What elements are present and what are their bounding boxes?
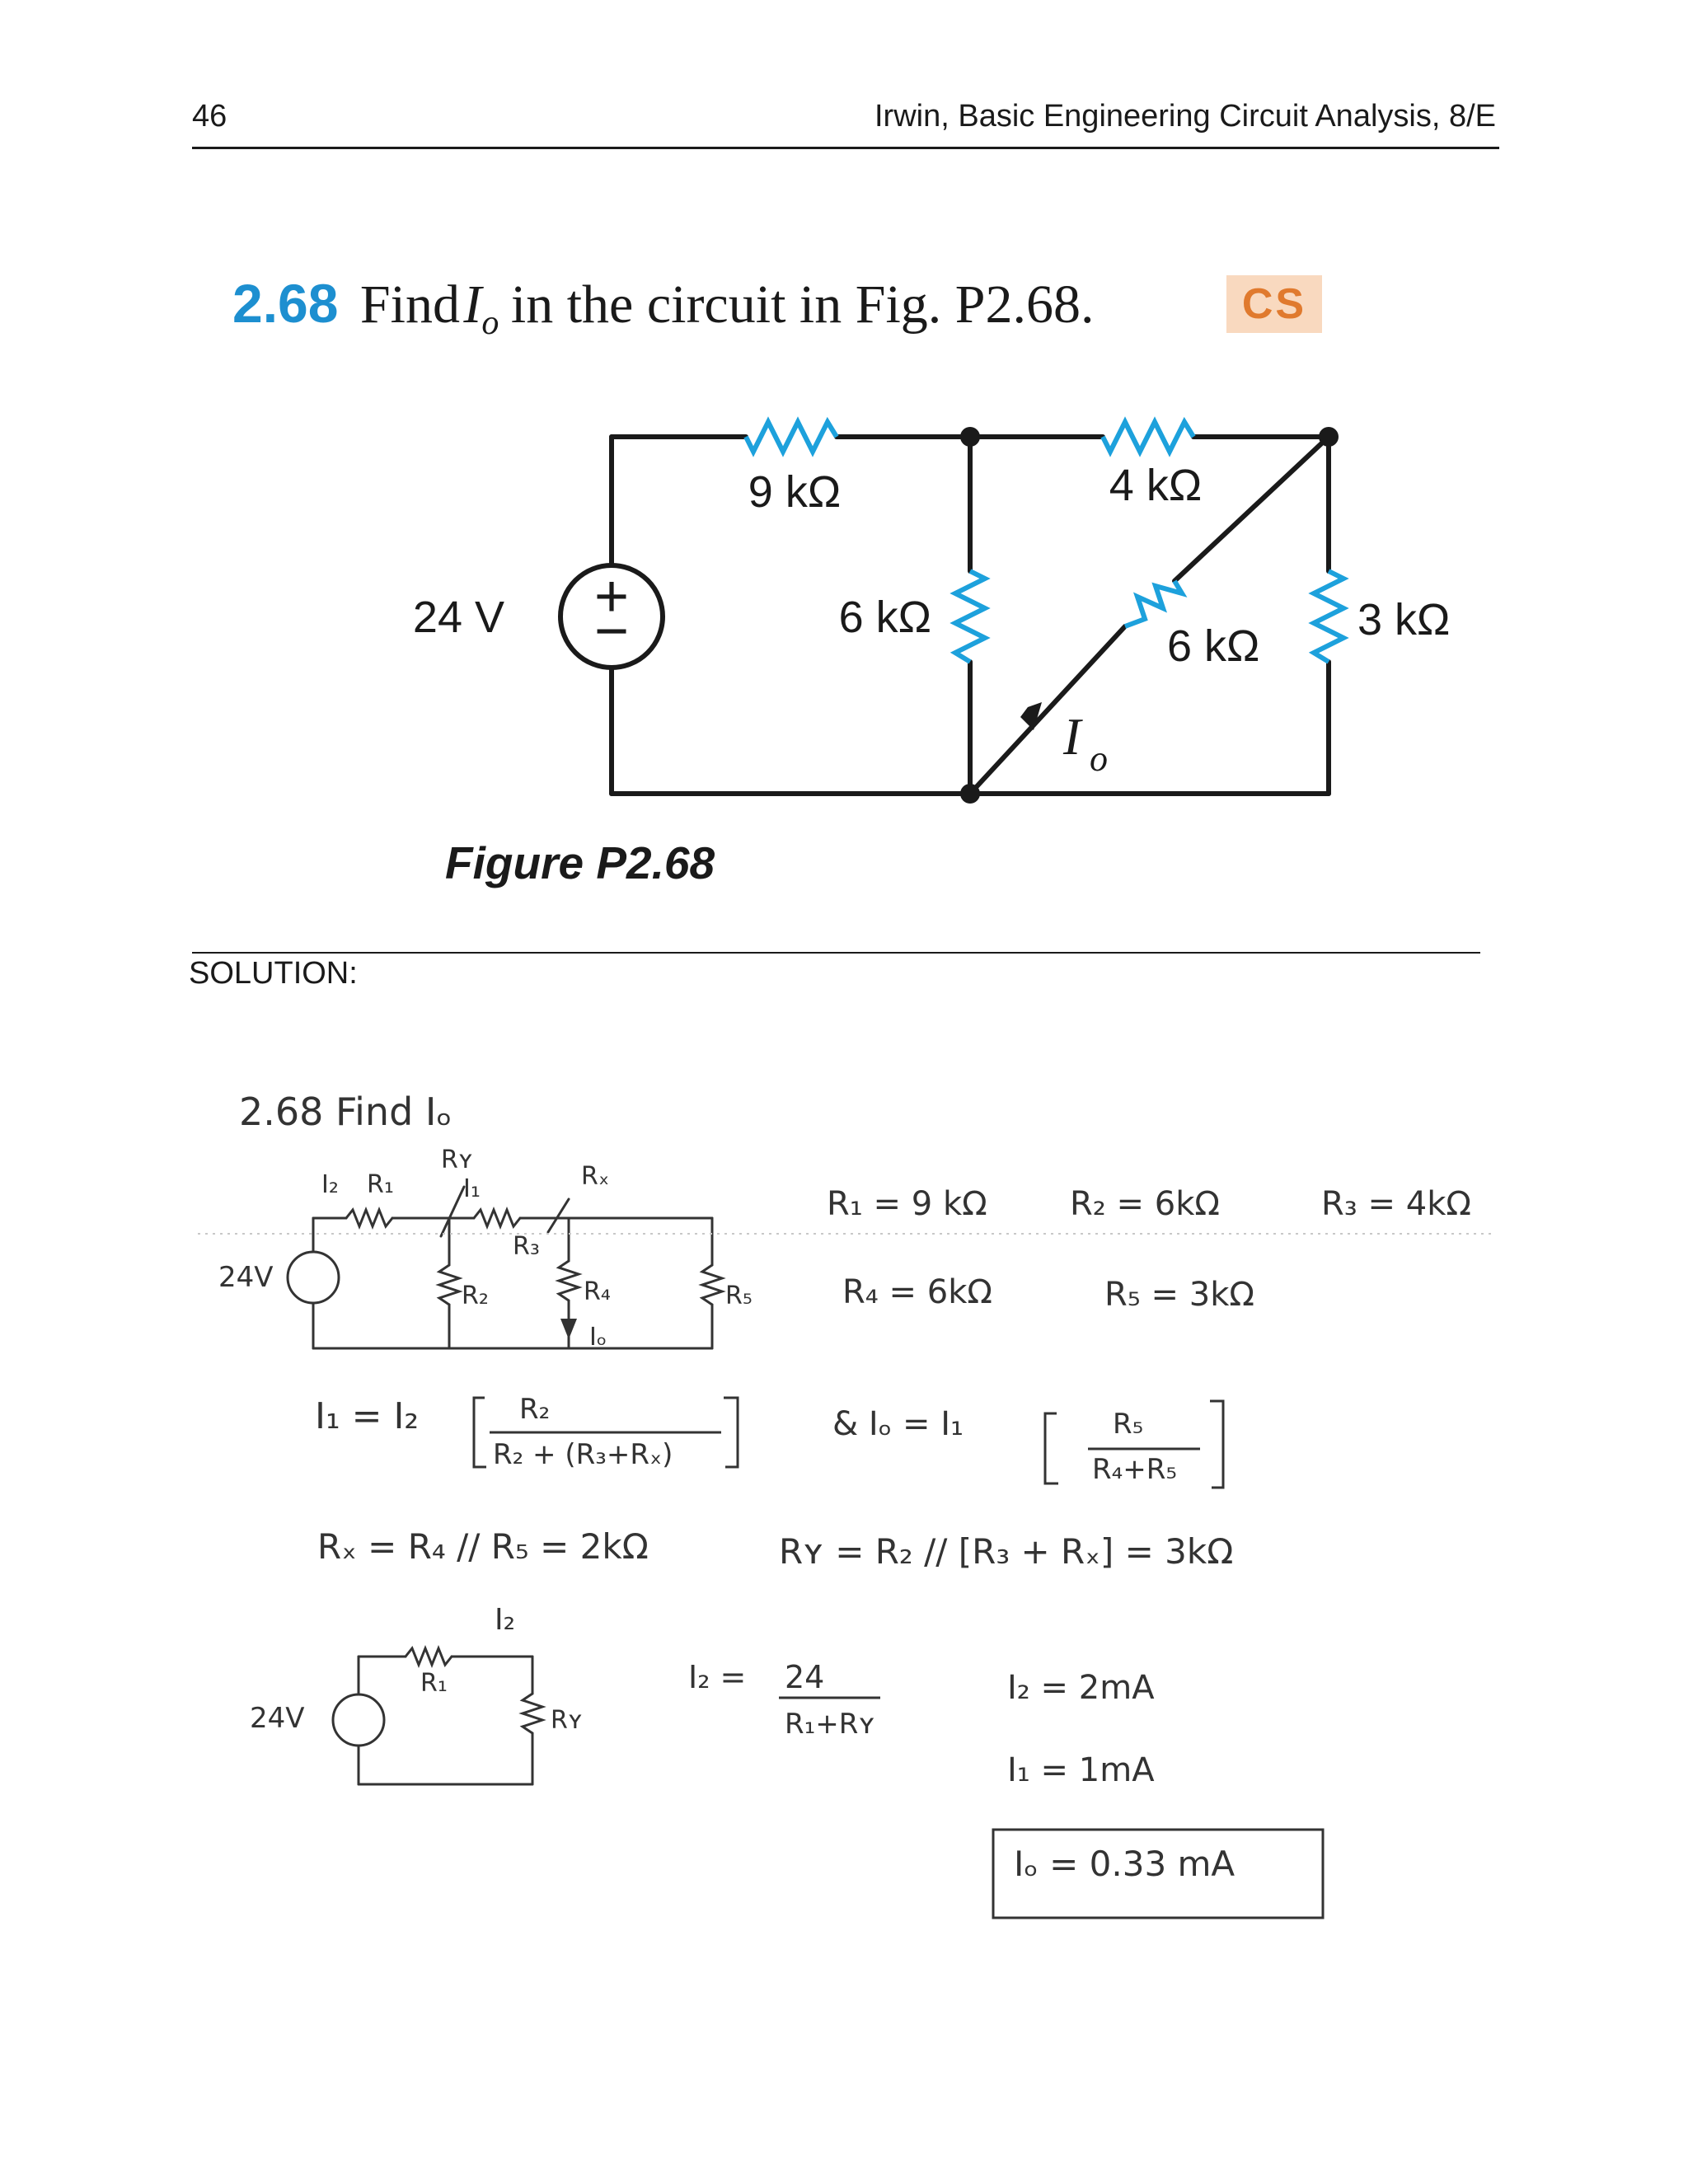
source-plus: +	[594, 564, 629, 630]
eq-io-lhs: & Iₒ = I₁	[832, 1405, 964, 1443]
cs-badge: CS	[1226, 275, 1322, 333]
value-r1: R₁ = 9 kΩ	[827, 1185, 987, 1223]
header-rule	[192, 147, 1499, 149]
current-label-sub: o	[1090, 738, 1108, 779]
solution-rule	[192, 952, 1480, 954]
eq-i2-lhs: I₂ =	[688, 1659, 747, 1695]
eq-rx: Rₓ = R₄ // R₅ = 2kΩ	[317, 1526, 649, 1567]
sketch-2-label-i2: I₂	[495, 1603, 516, 1637]
voltage-source	[558, 563, 665, 670]
eq-i1-num: R₂	[519, 1393, 551, 1426]
final-answer-box	[992, 1828, 1325, 1919]
eq-ry: Rʏ = R₂ // [R₃ + Rₓ] = 3kΩ	[779, 1531, 1234, 1572]
figure-caption: Figure P2.68	[445, 837, 715, 888]
sketch-1-label-r3: R₃	[513, 1232, 540, 1261]
value-r3: R₃ = 4kΩ	[1321, 1185, 1471, 1223]
sketch-1-wires	[312, 1185, 726, 1350]
sketch-1-label-ry: Rʏ	[441, 1146, 474, 1174]
resistor-6k-diagonal	[1123, 579, 1188, 629]
problem-statement: 2.68 Find Io in the circuit in Fig. P2.6…	[232, 272, 1095, 342]
sketch-1-source-label: 24V	[218, 1261, 274, 1294]
source-voltage-label: 24 V	[413, 593, 504, 642]
problem-variable: I	[463, 274, 482, 335]
sketch-2-label-ry: Rʏ	[551, 1706, 584, 1735]
running-head: Irwin, Basic Engineering Circuit Analysi…	[874, 99, 1496, 134]
result-i2: I₂ = 2mA	[1007, 1669, 1155, 1707]
sketch-1-label-r2: R₂	[462, 1282, 489, 1310]
problem-variable-sub: o	[481, 304, 499, 342]
resistor-6k-vertical-label: 6 kΩ	[839, 593, 931, 642]
current-label: I	[1062, 707, 1083, 766]
sketch-1-label-r1: R₁	[367, 1170, 394, 1199]
circuit-figure: + − 24 V 9 kΩ 4 kΩ 6 kΩ 6 kΩ 3 kΩ I o	[413, 416, 1450, 804]
value-r2: R₂ = 6kΩ	[1070, 1185, 1220, 1223]
sketch-2-source-icon	[331, 1693, 386, 1747]
resistor-9k-label: 9 kΩ	[748, 467, 841, 517]
sketch-1-label-i1: I₁	[463, 1174, 481, 1203]
sketch-1-source-icon	[286, 1250, 340, 1305]
sketch-1-label-r4: R₄	[584, 1277, 611, 1306]
eq-i1-lhs: I₁ = I₂	[315, 1395, 420, 1437]
problem-text-after: in the circuit in Fig. P2.68.	[510, 274, 1095, 335]
resistor-symbols	[743, 416, 1349, 664]
eq-io-num: R₅	[1113, 1408, 1144, 1441]
circuit-nodes	[960, 427, 1339, 804]
sketch-1-label-io: Iₒ	[589, 1323, 607, 1352]
sketch-2-source-label: 24V	[250, 1702, 305, 1735]
current-arrow-icon	[1020, 702, 1042, 730]
sketch-2-wires	[357, 1644, 546, 1786]
sketch-2-label-r1: R₁	[420, 1669, 448, 1698]
resistor-4k-label: 4 kΩ	[1109, 461, 1202, 510]
solution-label: SOLUTION:	[189, 956, 358, 991]
resistor-6k-diagonal-label: 6 kΩ	[1167, 621, 1259, 671]
sketch-1-label-r5: R₅	[725, 1282, 753, 1310]
problem-number: 2.68	[232, 273, 339, 334]
resistor-6k-vertical	[950, 569, 991, 664]
resistor-4k-top	[1100, 416, 1196, 457]
result-i1: I₁ = 1mA	[1007, 1751, 1155, 1789]
sketch-1-label-rx: Rₓ	[581, 1162, 610, 1191]
circuit-wires	[609, 434, 1331, 796]
resistor-9k	[743, 416, 839, 457]
source-minus: −	[594, 598, 629, 664]
sketch-1-label-i2: I₂	[321, 1170, 339, 1199]
final-answer: Iₒ = 0.33 mA	[1014, 1844, 1236, 1884]
eq-i2-den: R₁+Rʏ	[785, 1708, 876, 1741]
value-r5: R₅ = 3kΩ	[1104, 1276, 1254, 1314]
eq-i2-num: 24	[785, 1659, 825, 1695]
resistor-3k-label: 3 kΩ	[1357, 595, 1450, 644]
eq-io-den: R₄+R₅	[1092, 1453, 1177, 1486]
page-number: 46	[192, 99, 227, 134]
value-r4: R₄ = 6kΩ	[842, 1273, 992, 1311]
problem-text-before: Find	[359, 274, 460, 335]
solution-heading: 2.68 Find Iₒ	[239, 1090, 452, 1134]
sketch-1-arrow-icon	[560, 1319, 577, 1339]
resistor-3k	[1308, 569, 1349, 664]
eq-i1-den: R₂ + (R₃+Rₓ)	[493, 1438, 673, 1471]
equation-strokes	[472, 1396, 1325, 1919]
